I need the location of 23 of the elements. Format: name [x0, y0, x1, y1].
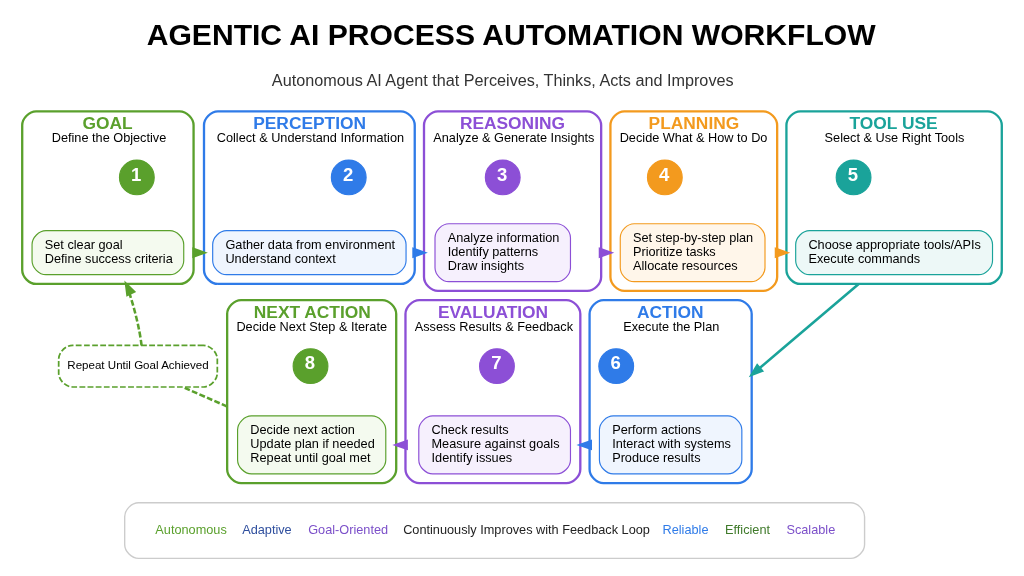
node-box: Choose appropriate tools/APIs Execute commands: [795, 230, 994, 276]
node-circle: 1: [118, 159, 155, 196]
label: Autonomous AI Agent that Perceives, Thinks, Acts and Improves: [271, 70, 734, 89]
node-circle: 8: [292, 348, 329, 385]
connector: [182, 386, 228, 408]
node-circle: 7: [479, 348, 515, 385]
node-circle: 6: [598, 348, 635, 385]
node-box: Set clear goal Define success criteria: [31, 230, 185, 276]
node-box: Decide next action Update plan if needed Repeat until goal met: [237, 415, 387, 475]
node-box: Gather data from environment Understand context: [212, 230, 407, 276]
node-circle: 3: [484, 159, 521, 196]
node-box: Set step-by-step plan Prioritize tasks Allocate resources: [619, 223, 766, 283]
node-circle: 4: [646, 159, 683, 196]
node-box: Autonomous Adaptive Goal-Oriented Continuously Improves with Feedback Loop Reliable Efficient Scalable: [124, 502, 866, 560]
node-box: Repeat Until Goal Achieved: [57, 344, 219, 388]
diagram-title: AGENTIC AI PROCESS AUTOMATION WORKFLOW: [146, 18, 876, 52]
node-box: Perform actions Interact with systems Produce results: [598, 415, 743, 475]
arrow: [748, 282, 860, 378]
node-circle: 2: [330, 159, 367, 196]
node-box: Check results Measure against goals Identify issues: [418, 415, 572, 475]
node-box: Analyze information Identify patterns Draw insights: [434, 223, 572, 283]
node-circle: 5: [835, 159, 872, 196]
arrow: [124, 280, 143, 346]
